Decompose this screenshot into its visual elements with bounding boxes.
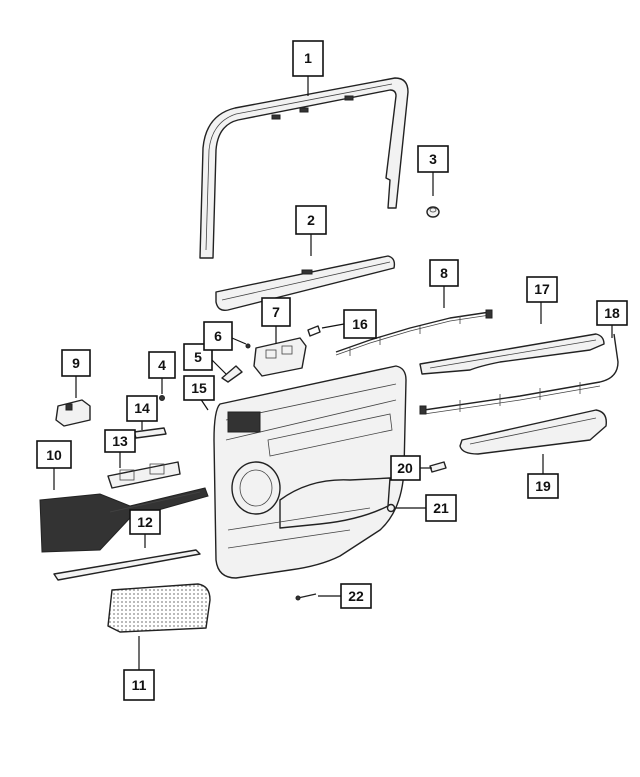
armrest-trim-part-17 xyxy=(419,333,605,375)
callout-14-label: 14 xyxy=(134,400,150,416)
screw-part-6 xyxy=(245,343,251,349)
belt-molding xyxy=(215,255,396,312)
callout-19-label: 19 xyxy=(535,478,551,494)
bezel-part-5 xyxy=(221,365,243,383)
callout-10: 10 xyxy=(36,440,72,469)
callout-16: 16 xyxy=(343,309,377,339)
clip-part-3 xyxy=(426,206,440,218)
callout-13-label: 13 xyxy=(112,433,128,449)
callout-17-label: 17 xyxy=(534,281,550,297)
callout-21-label: 21 xyxy=(433,500,449,516)
callout-22: 22 xyxy=(340,583,372,609)
callout-4-label: 4 xyxy=(158,357,166,373)
callout-15-label: 15 xyxy=(191,380,207,396)
clip-part-21 xyxy=(386,503,396,513)
callout-7: 7 xyxy=(261,297,291,327)
callout-20-label: 20 xyxy=(397,460,413,476)
callout-6-label: 6 xyxy=(214,328,222,344)
callout-18-label: 18 xyxy=(604,305,620,321)
callout-16-label: 16 xyxy=(352,316,368,332)
trim-strip-part-12 xyxy=(53,549,201,581)
callout-3: 3 xyxy=(417,145,449,173)
callout-8-label: 8 xyxy=(440,265,448,281)
callout-2: 2 xyxy=(295,205,327,235)
callout-5-label: 5 xyxy=(194,349,202,365)
callout-1-label: 1 xyxy=(304,50,312,66)
callout-21: 21 xyxy=(425,494,457,522)
door-trim-panel-part-15 xyxy=(213,365,407,579)
small-trim-part-14 xyxy=(133,427,167,439)
handle-bracket-part-13 xyxy=(107,461,181,489)
lighting-harness-part-18 xyxy=(419,333,619,415)
callout-2-label: 2 xyxy=(307,212,315,228)
callout-12: 12 xyxy=(129,509,161,535)
push-pin-part-20 xyxy=(429,461,447,473)
callout-10-label: 10 xyxy=(46,447,62,463)
wiring-harness-part-8 xyxy=(335,309,493,356)
callout-7-label: 7 xyxy=(272,304,280,320)
screw-part-22 xyxy=(295,593,317,601)
callout-3-label: 3 xyxy=(429,151,437,167)
callout-11: 11 xyxy=(123,669,155,701)
callout-22-label: 22 xyxy=(348,588,364,604)
door-pad-part-10 xyxy=(39,487,209,553)
speaker-grille-part-11 xyxy=(107,583,211,633)
callout-18: 18 xyxy=(596,300,628,326)
callout-1: 1 xyxy=(292,40,324,77)
callout-20: 20 xyxy=(390,455,421,481)
switch-bracket-part-7 xyxy=(253,337,307,377)
callout-13: 13 xyxy=(104,429,136,453)
leader-lines xyxy=(53,76,613,670)
callout-11-label: 11 xyxy=(132,677,147,693)
clip-part-16 xyxy=(307,325,321,337)
callout-6: 6 xyxy=(203,321,233,351)
callout-12-label: 12 xyxy=(137,514,153,530)
callout-15: 15 xyxy=(183,375,215,401)
switch-part-9 xyxy=(55,399,91,427)
callout-19: 19 xyxy=(527,473,559,499)
callout-14: 14 xyxy=(126,395,158,422)
callout-9: 9 xyxy=(61,349,91,377)
screw-part-4 xyxy=(159,395,165,401)
armrest-pad-part-19 xyxy=(459,409,607,455)
callout-17: 17 xyxy=(526,276,558,303)
callout-4: 4 xyxy=(148,351,176,379)
callout-8: 8 xyxy=(429,259,459,287)
window-frame-molding xyxy=(199,77,409,259)
callout-9-label: 9 xyxy=(72,355,80,371)
